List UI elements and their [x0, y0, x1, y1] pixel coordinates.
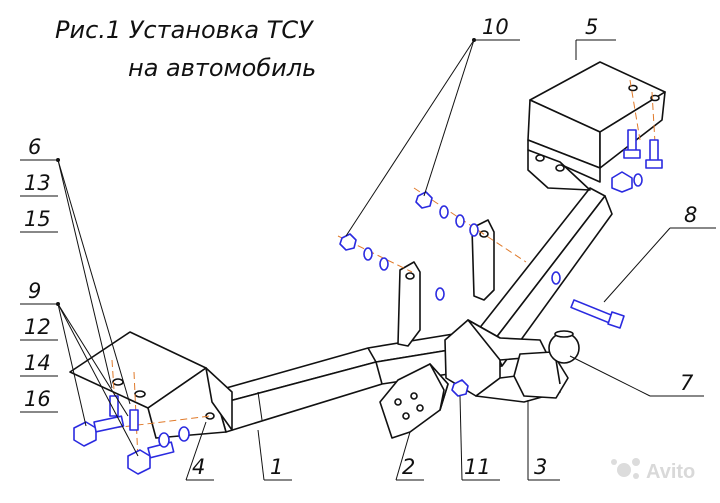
title-line-1: Рис.1 Установка ТСУ	[55, 16, 314, 44]
callout-2: 2	[402, 455, 415, 479]
ball-mount	[444, 319, 580, 403]
watermark-text: Avito	[646, 461, 695, 483]
leader-dots	[56, 38, 476, 306]
title-line-2: на автомобиль	[128, 54, 316, 82]
callout-9: 9	[28, 279, 41, 303]
callout-16: 16	[24, 387, 51, 411]
callout-7: 7	[680, 371, 694, 395]
socket-plate	[379, 363, 449, 439]
callout-4: 4	[192, 455, 205, 479]
callout-1: 1	[270, 455, 283, 479]
callout-3: 3	[534, 455, 547, 479]
callout-12: 12	[24, 315, 51, 339]
callout-11: 11	[464, 455, 491, 479]
left-bracket	[69, 331, 233, 439]
callout-10: 10	[482, 15, 509, 39]
fasteners	[73, 129, 663, 475]
callout-15: 15	[24, 207, 51, 231]
right-bracket	[527, 61, 666, 191]
callout-8: 8	[684, 203, 697, 227]
watermark: Avito	[611, 458, 695, 483]
callout-6: 6	[28, 135, 41, 159]
avito-logo-icon	[611, 458, 640, 479]
callout-14: 14	[24, 351, 51, 375]
leader-lines	[20, 39, 716, 481]
callout-5: 5	[585, 15, 598, 39]
chain-tabs	[397, 219, 495, 347]
callout-13: 13	[24, 171, 51, 195]
